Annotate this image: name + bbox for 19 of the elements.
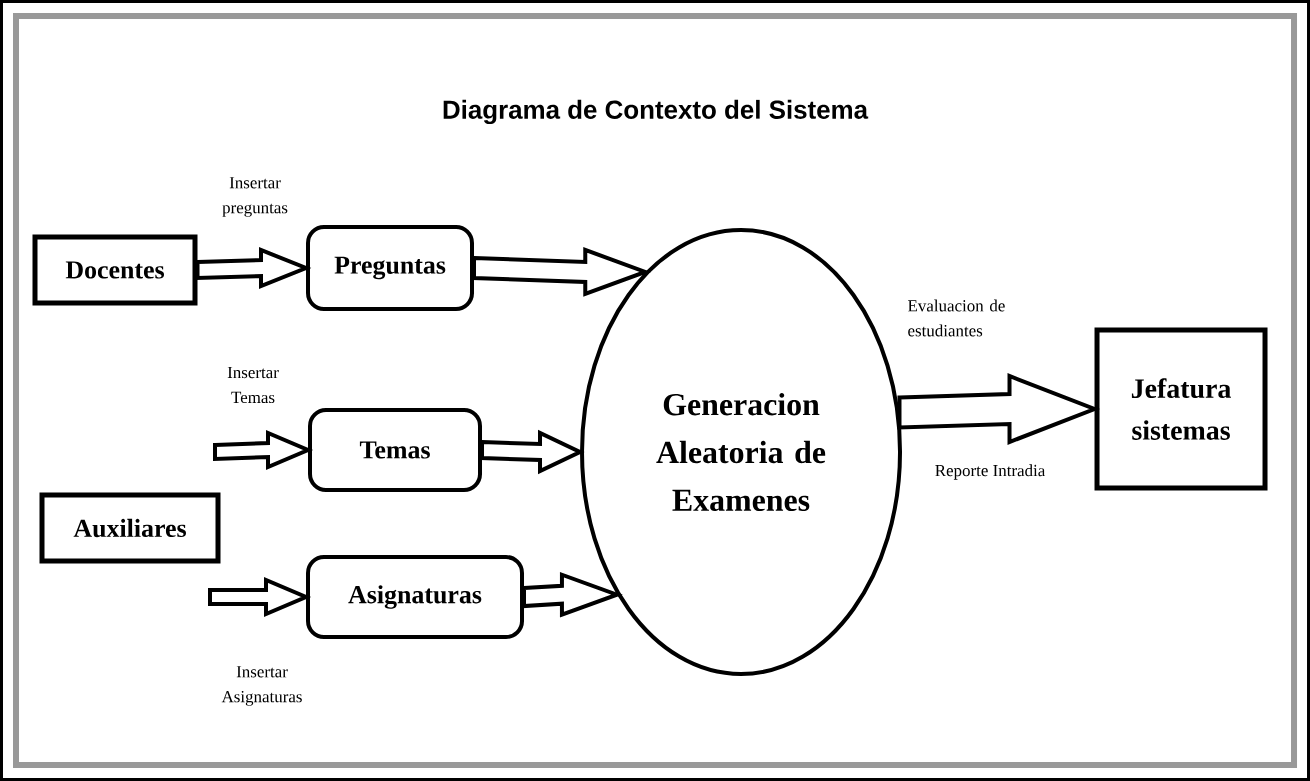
process-box: Preguntas xyxy=(306,225,474,311)
entity-box: Jefatura sistemas xyxy=(1094,327,1268,491)
process-box: Temas xyxy=(308,408,482,492)
block-arrow xyxy=(480,429,585,475)
block-arrow xyxy=(195,247,312,289)
edge-label: Insertar Asignaturas xyxy=(221,666,302,706)
entity-box: Auxiliares xyxy=(39,492,221,564)
edge-label: Insertar preguntas xyxy=(222,177,288,217)
block-arrow xyxy=(522,571,623,618)
block-arrow xyxy=(897,373,1101,445)
block-arrow xyxy=(472,247,652,297)
edge-label: Insertar Temas xyxy=(227,366,279,404)
note-text: Reporte Intradia xyxy=(935,464,1046,480)
block-arrow xyxy=(213,430,314,471)
process-box: Asignaturas xyxy=(306,555,524,639)
edge-label: Evaluacion de estudiantes xyxy=(908,299,1005,337)
block-arrow xyxy=(208,577,312,618)
title: Diagrama de Contexto del Sistema xyxy=(443,99,869,125)
entity-box: Docentes xyxy=(32,234,198,306)
